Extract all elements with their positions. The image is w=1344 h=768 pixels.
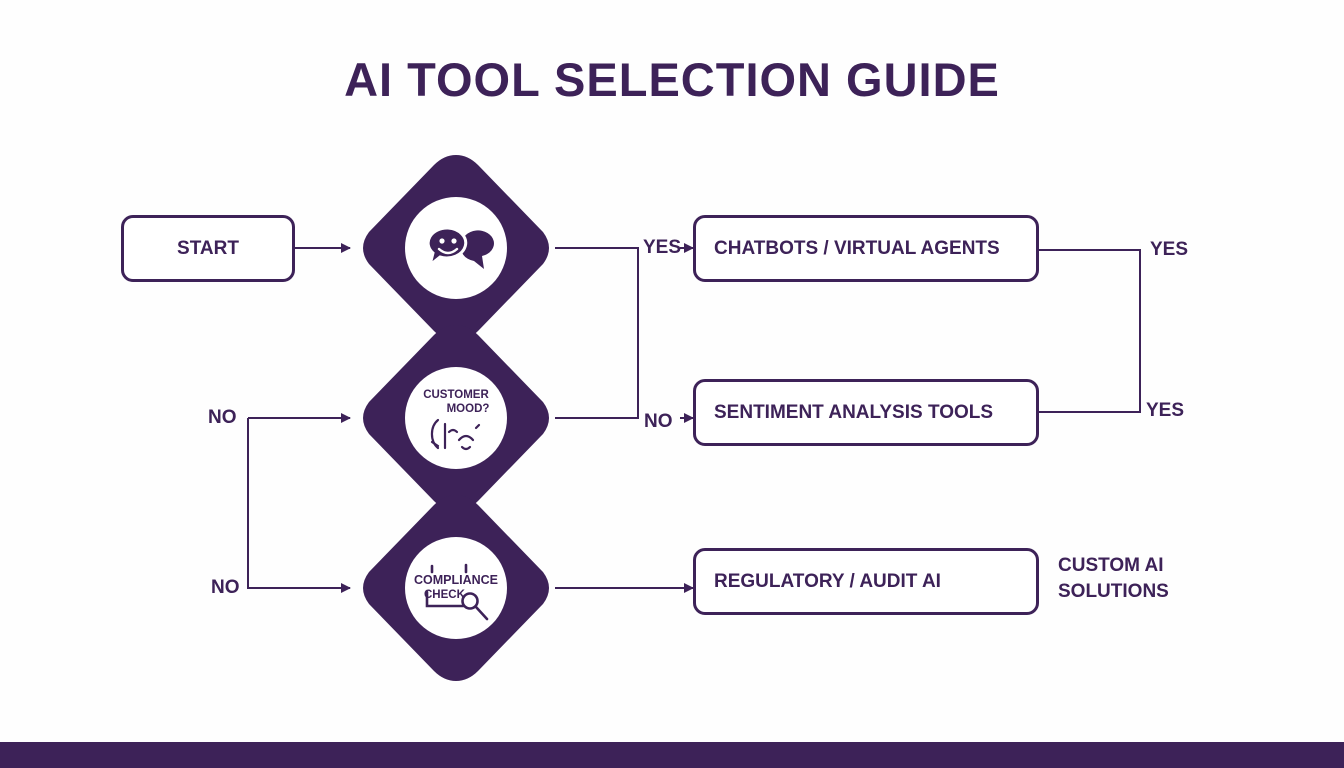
start-label: START xyxy=(177,237,239,259)
regulatory-label: REGULATORY / AUDIT AI xyxy=(714,570,941,592)
connector-chat-yes xyxy=(555,247,639,419)
no-label-left-mood: NO xyxy=(208,407,237,428)
chatbots-label: CHATBOTS / VIRTUAL AGENTS xyxy=(714,237,1000,259)
yes-label-chatbots: YES xyxy=(643,237,682,258)
magnifier-icon xyxy=(425,563,489,621)
page-title: AI TOOL SELECTION GUIDE xyxy=(344,53,1000,106)
chat-bubbles-icon xyxy=(426,226,494,269)
sentiment-label: SENTIMENT ANALYSIS TOOLS xyxy=(714,401,994,423)
decision-circle-compliance xyxy=(405,537,507,639)
footer-bar xyxy=(0,742,1344,768)
custom-ai-solutions-label: CUSTOM AI SOLUTIONS xyxy=(1058,555,1169,602)
no-label-left-compliance: NO xyxy=(211,577,240,598)
start-node[interactable]: START xyxy=(121,215,295,282)
connector-no-loop xyxy=(247,418,351,593)
faces-icon xyxy=(430,418,481,451)
sentiment-node[interactable]: SENTIMENT ANALYSIS TOOLS xyxy=(693,379,1039,446)
mood-label-line2: MOOD? xyxy=(446,403,490,415)
yes-label-right-bottom: YES xyxy=(1146,400,1185,421)
yes-label-right-top: YES xyxy=(1150,239,1189,260)
no-label-sentiment: NO xyxy=(644,411,673,432)
compliance-label-line1: COMPLIANCE xyxy=(413,573,499,587)
regulatory-node[interactable]: REGULATORY / AUDIT AI xyxy=(693,548,1039,615)
chatbots-node[interactable]: CHATBOTS / VIRTUAL AGENTS xyxy=(693,215,1039,282)
mood-label-line1: CUSTOMER xyxy=(423,389,489,401)
compliance-label-line2: CHECK xyxy=(424,589,465,601)
decision-circle-mood xyxy=(405,367,507,469)
connector-right-loop xyxy=(1039,249,1141,413)
